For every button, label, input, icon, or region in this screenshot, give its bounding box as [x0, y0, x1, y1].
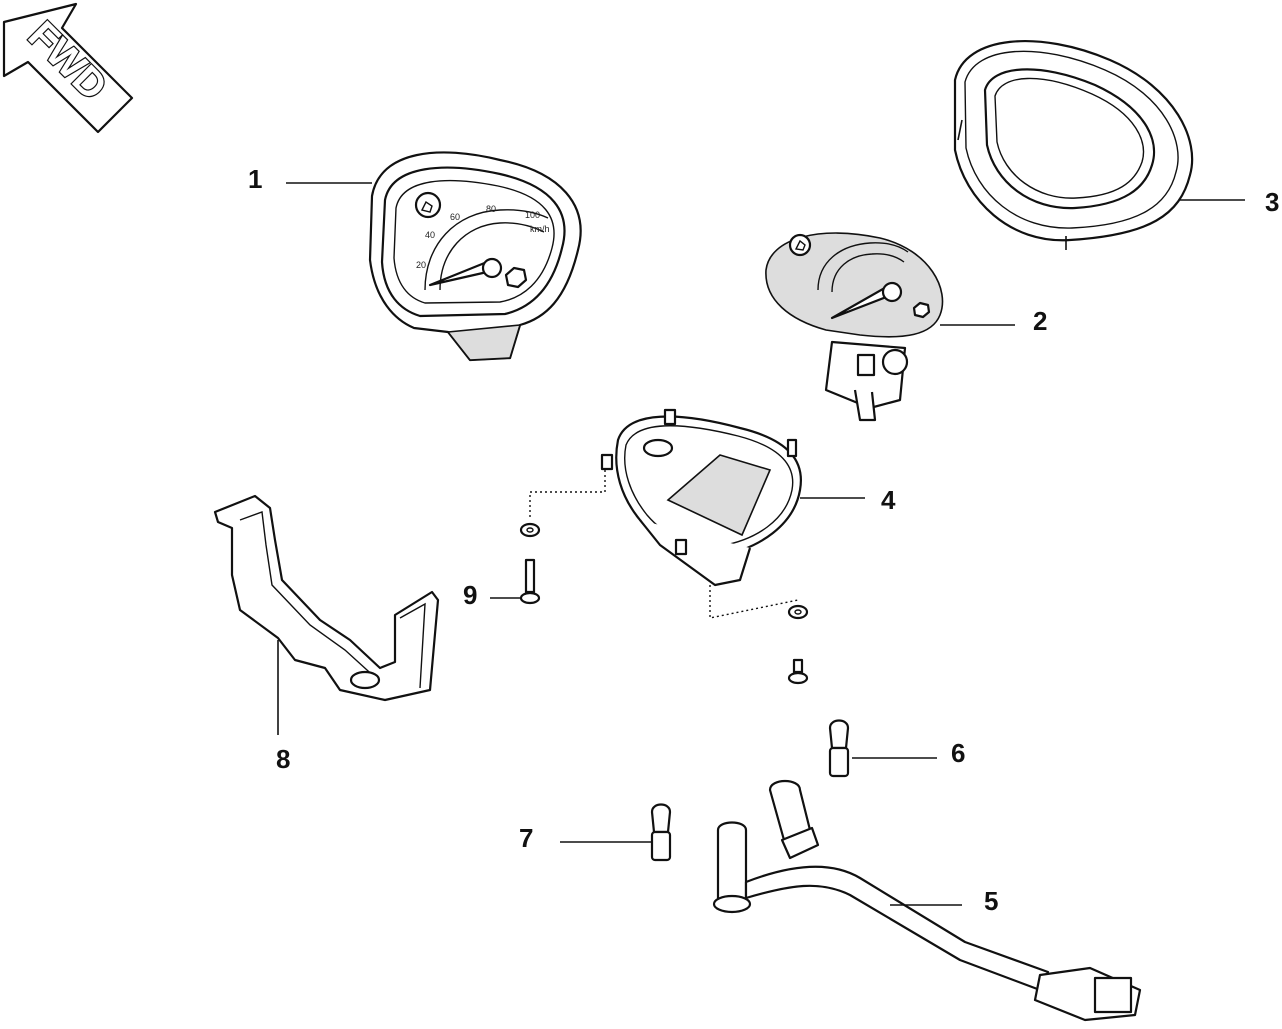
part-1-speedometer: 20 40 60 80 100 km/h	[368, 151, 582, 362]
part-8-bracket	[213, 494, 440, 702]
callout-6: 6	[951, 738, 965, 768]
part-5-wiring-harness	[712, 779, 1142, 1022]
callout-3: 3	[1265, 187, 1279, 217]
callout-9: 9	[463, 580, 477, 610]
callout-5: 5	[984, 886, 998, 916]
tick-100: 100	[525, 210, 540, 220]
callout-labels: 1 2 3 4 5 6 7 8 9	[248, 164, 1279, 916]
tick-20: 20	[416, 260, 426, 270]
leader-lines	[277, 182, 1245, 906]
part-6-bulb	[828, 719, 850, 778]
callout-8: 8	[276, 744, 290, 774]
tick-60: 60	[450, 212, 460, 222]
fwd-arrow-icon: FWD	[2, 2, 134, 134]
callout-2: 2	[1033, 306, 1047, 336]
tick-40: 40	[425, 230, 435, 240]
fuel-symbol-icon	[414, 191, 442, 219]
part-4-meter-housing	[529, 408, 802, 619]
part-7-bulb	[650, 803, 672, 862]
fuel-symbol-icon	[788, 233, 812, 257]
tick-80: 80	[486, 204, 496, 214]
callout-4: 4	[881, 485, 896, 515]
part-9-screw-set	[519, 522, 809, 685]
callout-7: 7	[519, 823, 533, 853]
callout-1: 1	[248, 164, 262, 194]
part-2-meter-unit	[765, 232, 944, 422]
speed-unit: km/h	[530, 224, 550, 234]
part-3-bezel-ring	[953, 40, 1194, 250]
